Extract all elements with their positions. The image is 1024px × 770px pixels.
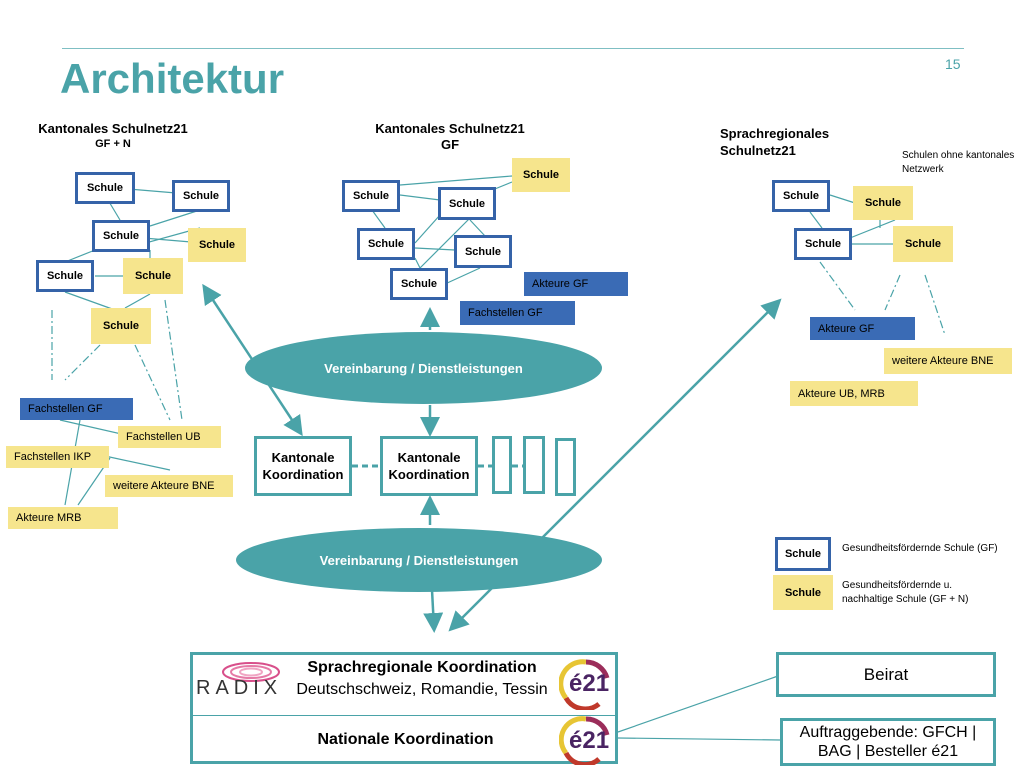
- legend-gfn-text: Gesundheitsfördernde u. nachhaltige Schu…: [842, 580, 969, 605]
- nationale-koordination-label: Nationale Koordination: [317, 731, 494, 748]
- actor-weitere-akteure-bne: weitere Akteure BNE: [884, 348, 1012, 374]
- middle-column-subheading: GF: [440, 137, 460, 152]
- koordination-slot: [555, 438, 576, 496]
- school-box: Schule: [172, 180, 230, 212]
- beirat-box: Beirat: [776, 652, 996, 697]
- left-column-heading: Kantonales Schulnetz21: [38, 121, 188, 136]
- sprachregionale-koordination-sub: Deutschschweiz, Romandie, Tessin: [296, 681, 548, 698]
- legend-gfn-box: Schule: [773, 575, 833, 610]
- koordination-slot: [492, 436, 512, 494]
- school-box-gfn: Schule: [512, 158, 570, 192]
- actor-akteure-ub-mrb: Akteure UB, MRB: [790, 381, 918, 406]
- actor-weitere-akteure-bne: weitere Akteure BNE: [105, 475, 233, 497]
- school-box: Schule: [454, 235, 512, 268]
- radix-swirl-icon: [221, 661, 281, 682]
- actor-akteure-mrb: Akteure MRB: [8, 507, 118, 529]
- right-column-note: Schulen ohne kantonales Netzwerk: [902, 150, 1015, 175]
- school-box: Schule: [772, 180, 830, 212]
- school-box: Schule: [342, 180, 400, 212]
- slide-title: Architektur: [60, 55, 285, 102]
- school-box: Schule: [357, 228, 415, 260]
- middle-column-heading: Kantonales Schulnetz21: [375, 121, 525, 136]
- e21-logo-text: é21: [569, 670, 610, 697]
- bottom-coordination-block: RADIX Sprachregionale Koordination Deuts…: [190, 652, 618, 768]
- right-column-heading: Sprachregionales Schulnetz21: [720, 126, 830, 158]
- legend-gf-box: Schule: [775, 537, 831, 571]
- school-box: Schule: [36, 260, 94, 292]
- actor-fachstellen-gf: Fachstellen GF: [460, 301, 575, 325]
- school-box: Schule: [92, 220, 150, 252]
- kantonale-koordination-box: Kantonale Koordination: [254, 436, 352, 496]
- e21-logo-icon: é21: [558, 658, 613, 712]
- school-box-gfn: Schule: [123, 258, 183, 294]
- school-box-gfn: Schule: [893, 226, 953, 262]
- school-box-gfn: Schule: [853, 186, 913, 220]
- sprachregionale-koordination-title: Sprachregionale Koordination: [307, 659, 537, 676]
- school-box: Schule: [438, 187, 496, 220]
- school-box-gfn: Schule: [188, 228, 246, 262]
- actor-fachstellen-gf: Fachstellen GF: [20, 398, 133, 420]
- school-box: Schule: [794, 228, 852, 260]
- top-rule: [62, 48, 964, 49]
- legend-gf-text: Gesundheitsfördernde Schule (GF): [842, 543, 998, 554]
- radix-logo: RADIX: [196, 677, 283, 699]
- actor-fachstellen-ub: Fachstellen UB: [118, 426, 221, 448]
- agreement-ellipse-top: Vereinbarung / Dienstleistungen: [245, 332, 602, 404]
- left-column-subheading: GF + N: [95, 138, 131, 150]
- actor-akteure-gf: Akteure GF: [810, 317, 915, 340]
- actor-fachstellen-ikp: Fachstellen IKP: [6, 446, 109, 468]
- e21-logo-text: é21: [569, 727, 610, 754]
- koordination-slot: [523, 436, 545, 494]
- agreement-ellipse-bottom: Vereinbarung / Dienstleistungen: [236, 528, 602, 592]
- school-box-gfn: Schule: [91, 308, 151, 344]
- page-number: 15: [945, 56, 961, 72]
- auftraggebende-box: Auftraggebende: GFCH | BAG | Besteller é…: [780, 718, 996, 766]
- actor-akteure-gf: Akteure GF: [524, 272, 628, 296]
- school-box: Schule: [75, 172, 135, 204]
- school-box: Schule: [390, 268, 448, 300]
- block-divider: [193, 715, 615, 716]
- e21-logo-icon: é21: [558, 715, 613, 768]
- kantonale-koordination-box: Kantonale Koordination: [380, 436, 478, 496]
